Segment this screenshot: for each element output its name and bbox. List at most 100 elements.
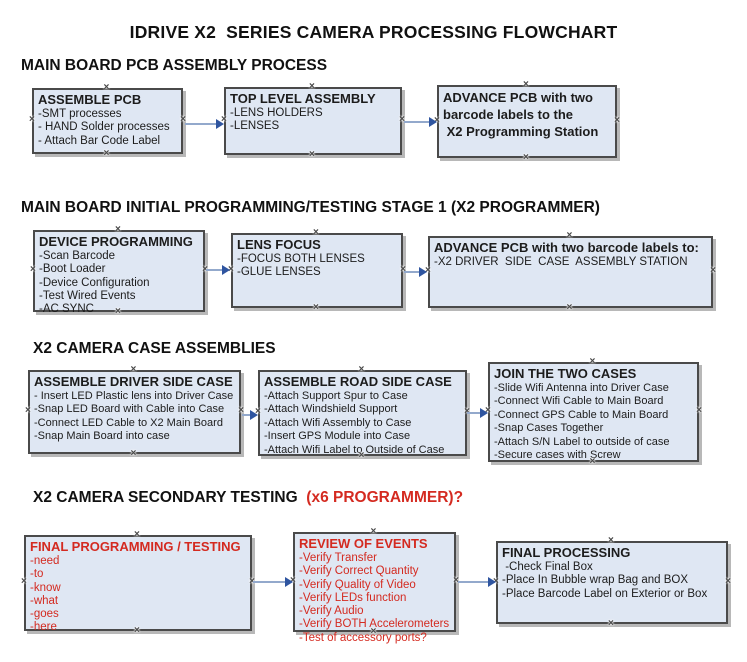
flow-box-device-programming: DEVICE PROGRAMMING -Scan Barcode -Boot L…: [30, 225, 208, 317]
process-step: -to: [30, 568, 44, 581]
anchor-mark: ×: [566, 302, 573, 313]
process-step: -Slide Wifi Antenna into Driver Case: [494, 382, 669, 394]
section-header-black-part: X2 CAMERA SECONDARY TESTING: [33, 489, 302, 506]
process-step: -Connect LED Cable to X2 Main Board: [34, 416, 223, 429]
anchor-mark: ×: [30, 264, 36, 275]
box-title: FINAL PROGRAMMING / TESTING: [30, 539, 241, 554]
process-step: -GLUE LENSES: [237, 266, 321, 279]
connector-arrow: [467, 408, 488, 418]
flow-box-final-programming-testing: FINAL PROGRAMMING / TESTING -need -to -k…: [21, 530, 255, 636]
connector-arrow: [253, 577, 293, 587]
box-title: ASSEMBLE PCB: [38, 92, 142, 107]
process-step: -Attach Windshield Support: [264, 403, 398, 416]
process-step: -Verify LEDs function: [299, 591, 407, 604]
connector-arrow: [206, 265, 230, 275]
process-step: - HAND Solder processes: [38, 121, 170, 134]
section-header-pcb-assembly: MAIN BOARD PCB ASSEMBLY PROCESS: [21, 57, 328, 74]
section-header-case-assemblies: X2 CAMERA CASE ASSEMBLIES: [33, 340, 276, 357]
process-step: -Verify Audio: [299, 605, 364, 618]
box-title: JOIN THE TWO CASES: [494, 366, 637, 381]
box-title: FINAL PROCESSING: [502, 545, 631, 560]
connector-arrow: [458, 577, 496, 587]
process-step: -LENSES: [230, 120, 280, 133]
process-step: -Secure cases with Screw: [494, 449, 621, 462]
process-step: -Verify Correct Quantity: [299, 565, 419, 578]
anchor-mark: ×: [25, 405, 31, 416]
process-step: -Snap LED Board with Cable into Case: [34, 403, 225, 416]
anchor-mark: ×: [710, 265, 716, 276]
process-step: -X2 DRIVER SIDE CASE ASSEMBLY STATION: [434, 256, 688, 268]
box-title: REVIEW OF EVENTS: [299, 536, 428, 551]
process-step: barcode labels to the: [443, 107, 574, 122]
section-header-secondary-testing: X2 CAMERA SECONDARY TESTING (x6 PROGRAMM…: [33, 489, 463, 507]
connector-arrow: [404, 117, 437, 127]
process-step: -Attach Support Spur to Case: [264, 390, 408, 402]
anchor-mark: ×: [130, 448, 137, 459]
process-step: -Place In Bubble wrap Bag and BOX: [502, 574, 689, 587]
flow-box-final-processing: FINAL PROCESSING -Check Final Box -Place…: [493, 536, 731, 629]
process-step: -Verify Transfer: [299, 552, 377, 564]
anchor-mark: ×: [313, 302, 319, 313]
process-step: -Connect Wifi Cable to Main Board: [494, 395, 664, 408]
anchor-mark: ×: [614, 114, 620, 126]
process-step: -Snap Main Board into case: [34, 430, 170, 443]
process-step: -Check Final Box: [502, 561, 593, 573]
process-step: -LENS HOLDERS: [230, 107, 323, 119]
anchor-mark: ×: [29, 114, 35, 125]
process-step: -Connect GPS Cable to Main Board: [494, 408, 669, 421]
process-step: -Verify Quality of Video: [299, 578, 416, 591]
anchor-mark: ×: [725, 575, 731, 587]
process-step: -here: [30, 621, 57, 634]
process-step: -Attach Wifi Label to Outside of Case: [264, 443, 445, 456]
box-title: ADVANCE PCB with two: [443, 90, 593, 105]
connector-arrow: [242, 410, 258, 420]
process-step: -Place Barcode Label on Exterior or Box: [502, 587, 708, 600]
box-title: TOP LEVEL ASSEMBLY: [230, 91, 376, 106]
anchor-mark: ×: [523, 152, 529, 163]
process-step: -Insert GPS Module into Case: [264, 430, 411, 443]
anchor-mark: ×: [696, 405, 702, 416]
process-step: -Boot Loader: [39, 263, 106, 276]
section-header-red-part: (x6 PROGRAMMER)?: [302, 489, 464, 506]
connector-arrow: [404, 267, 427, 277]
process-step: -FOCUS BOTH LENSES: [237, 253, 365, 265]
process-step: -goes: [30, 608, 59, 621]
flow-box-join-the-two-cases: JOIN THE TWO CASES -Slide Wifi Antenna i…: [485, 357, 702, 467]
flow-box-advance-pcb-driver-station: ADVANCE PCB with two barcode labels to: …: [425, 231, 716, 313]
flow-box-top-level-assembly: TOP LEVEL ASSEMBLY -LENS HOLDERS -LENSES…: [221, 82, 405, 160]
box-title: LENS FOCUS: [237, 237, 321, 252]
process-step: -AC SYNC: [39, 303, 94, 316]
process-step: -need: [30, 555, 60, 567]
page-title: IDRIVE X2 SERIES CAMERA PROCESSING FLOWC…: [129, 22, 618, 42]
process-step: -Verify BOTH Accelerometers: [299, 618, 450, 631]
process-step: -Attach S/N Label to outside of case: [494, 435, 670, 448]
box-title: ASSEMBLE DRIVER SIDE CASE: [34, 374, 233, 389]
flow-box-assemble-pcb: ASSEMBLE PCB -SMT processes - HAND Solde…: [29, 83, 186, 159]
flow-box-advance-pcb-programming-station: ADVANCE PCB with two barcode labels to t…: [434, 80, 620, 163]
process-step: -know: [30, 581, 61, 594]
section-header-initial-programming: MAIN BOARD INITIAL PROGRAMMING/TESTING S…: [21, 199, 600, 216]
process-step: -Device Configuration: [39, 276, 150, 289]
box-title: ASSEMBLE ROAD SIDE CASE: [264, 374, 452, 389]
box-title: DEVICE PROGRAMMING: [39, 234, 193, 249]
process-step: X2 Programming Station: [443, 124, 599, 139]
flow-box-review-of-events: REVIEW OF EVENTS -Verify Transfer -Verif…: [290, 527, 459, 644]
process-step: -Test Wired Events: [39, 289, 136, 302]
process-step: -Snap Cases Together: [494, 422, 604, 435]
flow-box-lens-focus: LENS FOCUS -FOCUS BOTH LENSES -GLUE LENS…: [228, 228, 406, 313]
anchor-mark: ×: [309, 149, 315, 160]
process-step: -Test of accessory ports?: [299, 631, 427, 644]
connector-arrow: [185, 119, 224, 129]
process-step: -SMT processes: [38, 108, 122, 120]
box-title: ADVANCE PCB with two barcode labels to:: [434, 240, 699, 255]
flow-box-assemble-driver-side-case: ASSEMBLE DRIVER SIDE CASE - Insert LED P…: [25, 365, 244, 459]
anchor-mark: ×: [103, 148, 110, 159]
process-step: -Scan Barcode: [39, 250, 116, 262]
process-step: -Attach Wifi Assembly to Case: [264, 416, 412, 429]
process-step: - Insert LED Plastic lens into Driver Ca…: [34, 390, 234, 402]
flow-box-assemble-road-side-case: ASSEMBLE ROAD SIDE CASE -Attach Support …: [255, 365, 470, 461]
anchor-mark: ×: [21, 576, 27, 587]
process-step: - Attach Bar Code Label: [38, 134, 161, 147]
anchor-mark: ×: [608, 618, 614, 629]
